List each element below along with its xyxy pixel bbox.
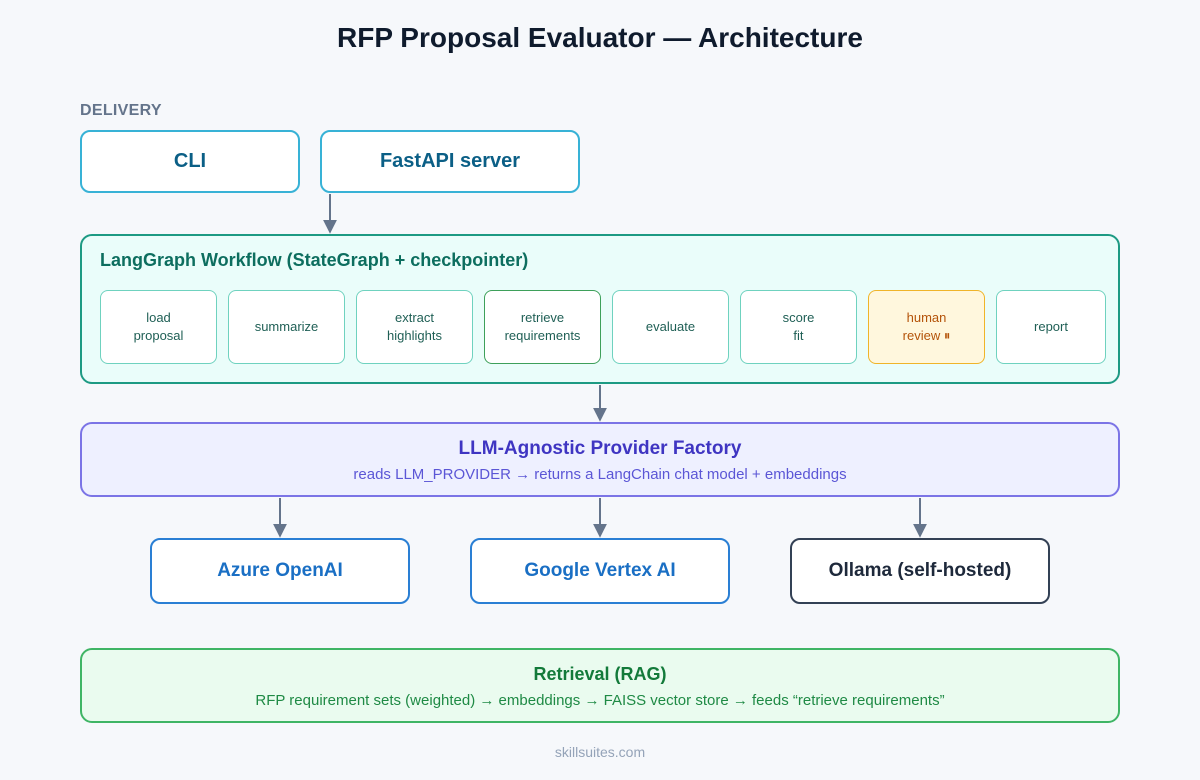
step-report[interactable]: report bbox=[996, 290, 1106, 364]
provider-factory-container bbox=[80, 422, 1120, 497]
step-score-fit[interactable]: score fit bbox=[740, 290, 857, 364]
workflow-title: LangGraph Workflow (StateGraph + checkpo… bbox=[100, 250, 529, 270]
footer-credit: skillsuites.com bbox=[554, 744, 646, 760]
provider-ollama[interactable]: Ollama (self-hosted) bbox=[790, 538, 1050, 604]
page-title: RFP Proposal Evaluator — Architecture bbox=[337, 22, 863, 53]
step-load-proposal[interactable]: load proposal bbox=[100, 290, 217, 364]
step-human-review[interactable]: human review ⏸ bbox=[868, 290, 985, 364]
rag-title: Retrieval (RAG) bbox=[533, 664, 667, 684]
factory-title: LLM-Agnostic Provider Factory bbox=[458, 438, 742, 459]
retrieval-rag-container bbox=[80, 648, 1120, 723]
provider-azure-openai[interactable]: Azure OpenAI bbox=[150, 538, 410, 604]
provider-google-vertex-ai[interactable]: Google Vertex AI bbox=[470, 538, 730, 604]
step-evaluate[interactable]: evaluate bbox=[612, 290, 729, 364]
factory-subtitle: reads LLM_PROVIDER → returns a LangChain… bbox=[353, 466, 847, 483]
delivery-section-label: DELIVERY bbox=[80, 102, 162, 119]
fastapi-server-node[interactable]: FastAPI server bbox=[320, 130, 580, 193]
step-extract-highlights[interactable]: extract highlights bbox=[356, 290, 473, 364]
rag-subtitle: RFP requirement sets (weighted) → embedd… bbox=[255, 692, 945, 709]
step-summarize[interactable]: summarize bbox=[228, 290, 345, 364]
step-retrieve-requirements[interactable]: retrieve requirements bbox=[484, 290, 601, 364]
cli-node[interactable]: CLI bbox=[80, 130, 300, 193]
